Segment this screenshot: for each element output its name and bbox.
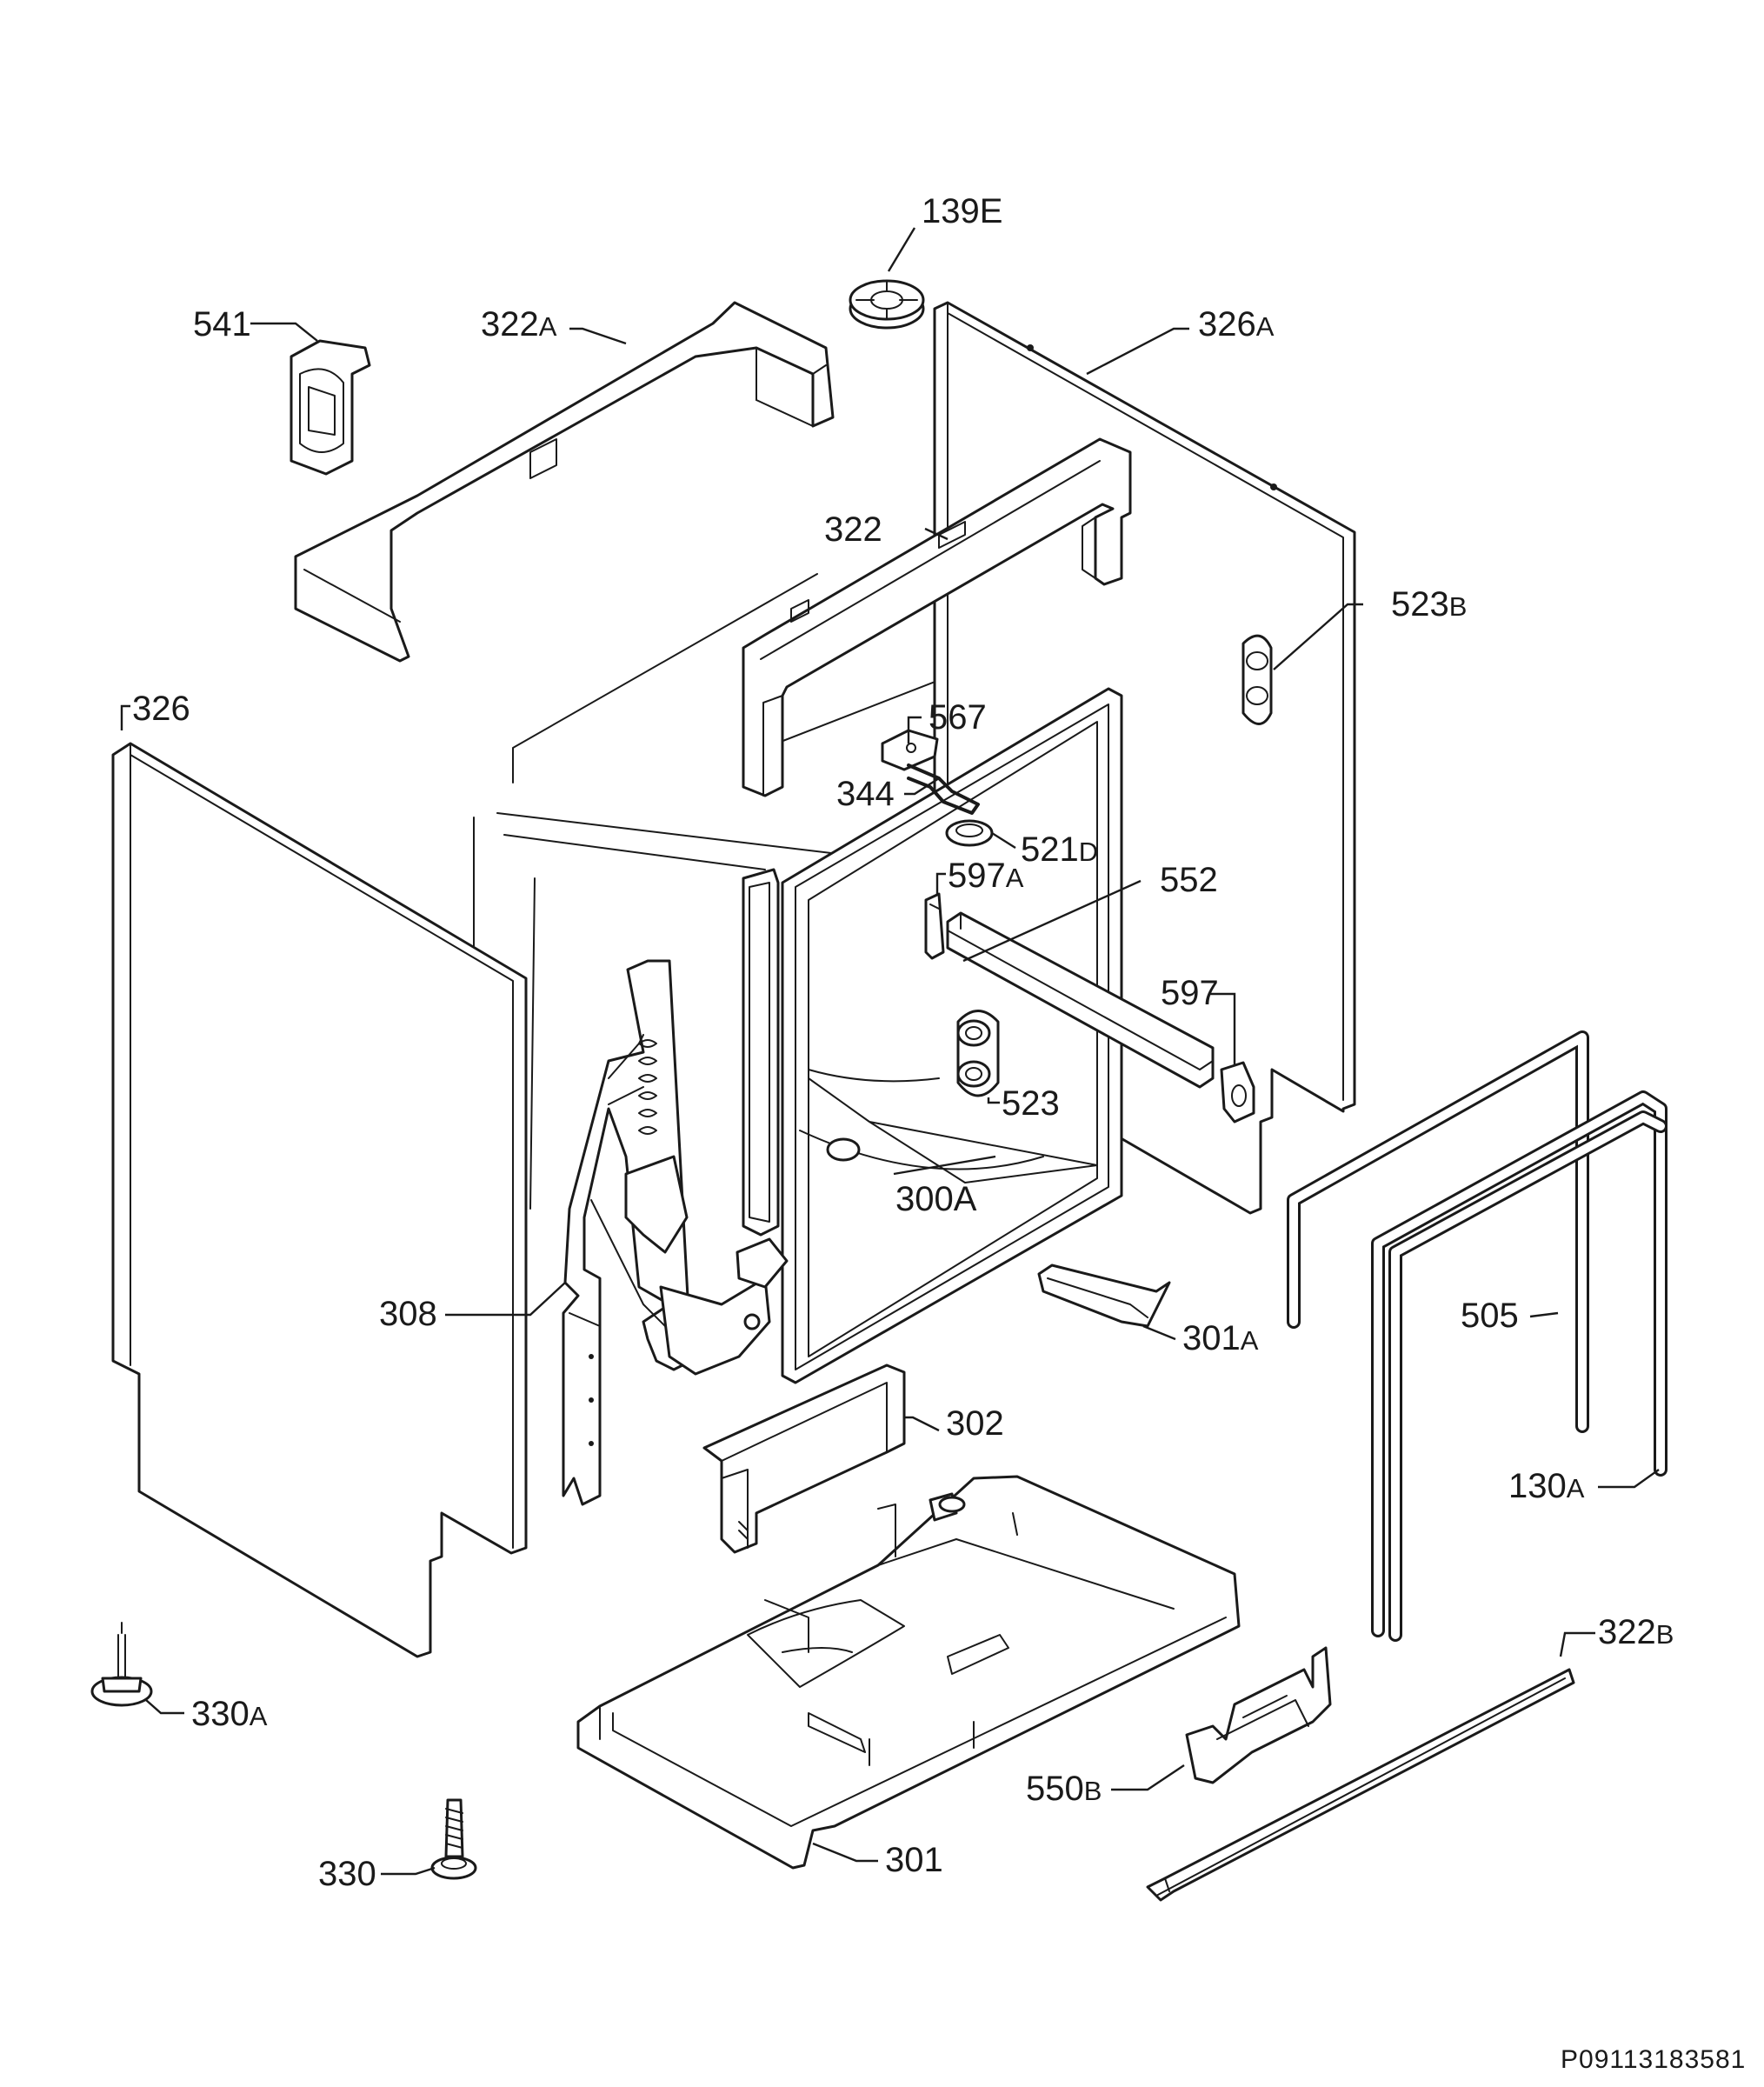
part-322A-top-bar bbox=[294, 301, 835, 663]
callout-labels: 139E 541 322A 326A 322 523B 326 567 344 … bbox=[132, 192, 1674, 1893]
callout-326A: 326A bbox=[1198, 305, 1275, 343]
part-300A-tub bbox=[781, 687, 1123, 1384]
part-552-rail bbox=[946, 911, 1215, 1089]
callout-300A: 300A bbox=[895, 1180, 977, 1218]
callout-597: 597 bbox=[1161, 974, 1219, 1012]
part-330A-foot bbox=[90, 1622, 153, 1707]
part-301-base bbox=[576, 1475, 1241, 1870]
callout-523B: 523B bbox=[1391, 585, 1467, 623]
part-139E-nut bbox=[849, 279, 925, 330]
callout-567: 567 bbox=[929, 698, 987, 737]
part-505-gasket bbox=[1287, 1030, 1589, 1433]
callout-523: 523 bbox=[1002, 1084, 1060, 1123]
part-523-grommet bbox=[956, 1010, 1000, 1097]
callout-322B: 322B bbox=[1598, 1613, 1674, 1651]
part-130A-gasket bbox=[1371, 1090, 1667, 1642]
callout-541: 541 bbox=[193, 305, 251, 343]
callout-326: 326 bbox=[132, 690, 190, 728]
callout-550B: 550B bbox=[1026, 1770, 1102, 1808]
part-344-spring bbox=[907, 763, 980, 815]
callout-330: 330 bbox=[318, 1855, 376, 1893]
callout-552: 552 bbox=[1160, 861, 1218, 899]
callout-302: 302 bbox=[946, 1404, 1004, 1443]
part-322B-rail bbox=[1146, 1668, 1575, 1902]
part-308-hinge bbox=[562, 868, 789, 1506]
callout-139E: 139E bbox=[922, 192, 1002, 230]
part-523B-grommet bbox=[1241, 634, 1273, 725]
part-326-left-side-panel bbox=[111, 742, 528, 1658]
callout-597A: 597A bbox=[948, 857, 1024, 895]
part-550B-bracket bbox=[1185, 1646, 1332, 1784]
callout-505: 505 bbox=[1461, 1297, 1519, 1335]
part-521D-seal bbox=[945, 819, 994, 847]
leader-lines bbox=[120, 227, 1660, 1876]
part-330-screw bbox=[430, 1798, 477, 1880]
part-597-end-cap bbox=[1220, 1061, 1255, 1124]
part-302-cover bbox=[702, 1364, 906, 1554]
callout-344: 344 bbox=[836, 775, 895, 813]
callout-301A: 301A bbox=[1182, 1319, 1259, 1357]
part-541-clip bbox=[290, 339, 371, 476]
callout-130A: 130A bbox=[1508, 1467, 1585, 1505]
callout-308: 308 bbox=[379, 1295, 437, 1333]
callout-330A: 330A bbox=[191, 1695, 268, 1733]
callout-301: 301 bbox=[885, 1841, 943, 1879]
part-597A-clip bbox=[924, 892, 945, 960]
part-322-top-frame bbox=[742, 437, 1132, 797]
document-id: P09113183581 bbox=[1561, 2045, 1746, 2074]
part-301A-bracket bbox=[1037, 1264, 1171, 1328]
callout-322: 322 bbox=[824, 510, 882, 549]
callout-322A: 322A bbox=[481, 305, 557, 343]
callout-521D: 521D bbox=[1021, 830, 1098, 869]
